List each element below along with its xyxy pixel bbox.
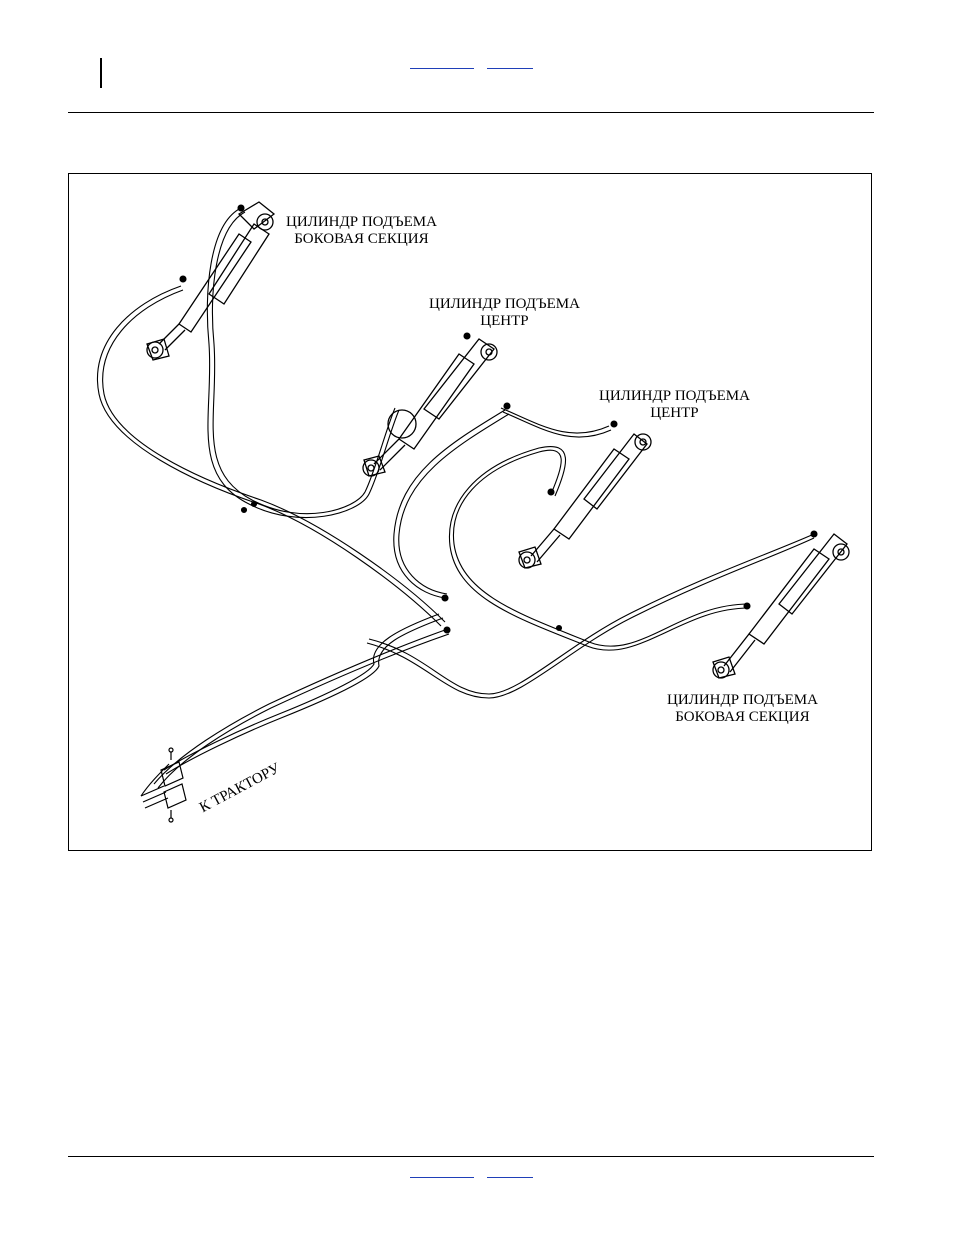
- label-cylinder-left-top: ЦИЛИНДР ПОДЪЕМА БОКОВАЯ СЕКЦИЯ: [286, 214, 437, 248]
- label-line-1: ЦИЛИНДР ПОДЪЕМА: [667, 692, 818, 709]
- hydraulic-diagram-drawing: [69, 174, 871, 850]
- hydraulic-diagram-figure: ЦИЛИНДР ПОДЪЕМА БОКОВАЯ СЕКЦИЯ ЦИЛИНДР П…: [68, 173, 872, 851]
- cylinder-center-1: [363, 339, 497, 476]
- label-cylinder-center-2: ЦИЛИНДР ПОДЪЕМА ЦЕНТР: [599, 388, 750, 422]
- header-nav-prev-link[interactable]: [410, 56, 474, 69]
- label-line-2: БОКОВАЯ СЕКЦИЯ: [667, 709, 818, 726]
- label-line-1: ЦИЛИНДР ПОДЪЕМА: [599, 388, 750, 405]
- header-nav-next-link[interactable]: [487, 56, 533, 69]
- cylinder-left-top: [147, 202, 274, 360]
- header-margin-bar: [100, 58, 102, 88]
- label-line-2: ЦЕНТР: [429, 313, 580, 330]
- label-cylinder-center-1: ЦИЛИНДР ПОДЪЕМА ЦЕНТР: [429, 296, 580, 330]
- label-line-1: ЦИЛИНДР ПОДЪЕМА: [286, 214, 437, 231]
- label-line-2: БОКОВАЯ СЕКЦИЯ: [286, 231, 437, 248]
- header-divider: [68, 112, 874, 113]
- footer-divider: [68, 1156, 874, 1157]
- label-line-2: ЦЕНТР: [599, 405, 750, 422]
- cylinder-right: [713, 534, 849, 678]
- cylinder-center-2: [519, 434, 651, 568]
- footer-nav-next-link[interactable]: [487, 1165, 533, 1178]
- footer-nav-prev-link[interactable]: [410, 1165, 474, 1178]
- label-line-1: ЦИЛИНДР ПОДЪЕМА: [429, 296, 580, 313]
- label-cylinder-right: ЦИЛИНДР ПОДЪЕМА БОКОВАЯ СЕКЦИЯ: [667, 692, 818, 726]
